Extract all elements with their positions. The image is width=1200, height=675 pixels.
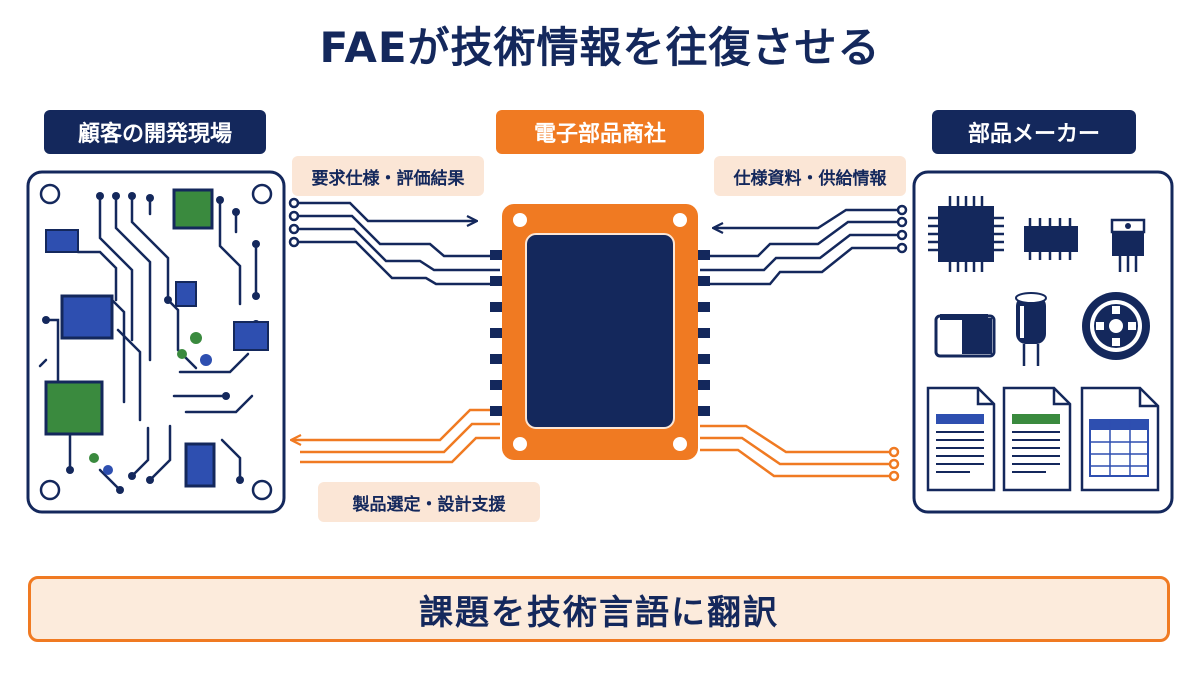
document-icon xyxy=(1002,386,1072,492)
page-title: FAEが技術情報を往復させる xyxy=(319,23,881,72)
spreadsheet-icon xyxy=(1080,386,1160,492)
tape-reel-icon xyxy=(1082,292,1150,360)
supply-flow-lines xyxy=(700,424,900,482)
soic-chip-icon xyxy=(1024,218,1078,260)
manufacturer-label: 部品メーカー xyxy=(932,110,1136,154)
circuit-board-icon xyxy=(26,170,286,514)
summary-banner: 課題を技術言語に翻訳 xyxy=(28,576,1170,642)
capacitor-icon xyxy=(934,314,996,358)
chip-icon xyxy=(490,204,710,460)
selection-support-flow-lines xyxy=(292,408,500,464)
specifications-flow-lines xyxy=(700,204,908,286)
customer-label: 顧客の開発現場 xyxy=(44,110,266,154)
document-icon xyxy=(926,386,996,492)
flow-label-selection-support: 製品選定・設計支援 xyxy=(318,482,540,522)
electrolytic-capacitor-icon xyxy=(1015,292,1047,366)
qfp-chip-icon xyxy=(928,196,1004,272)
flow-label-requirements: 要求仕様・評価結果 xyxy=(292,156,484,196)
flow-label-specifications: 仕様資料・供給情報 xyxy=(714,156,906,196)
trading-company-label: 電子部品商社 xyxy=(496,110,704,154)
requirements-flow-lines xyxy=(288,197,500,286)
to220-icon xyxy=(1110,218,1146,272)
